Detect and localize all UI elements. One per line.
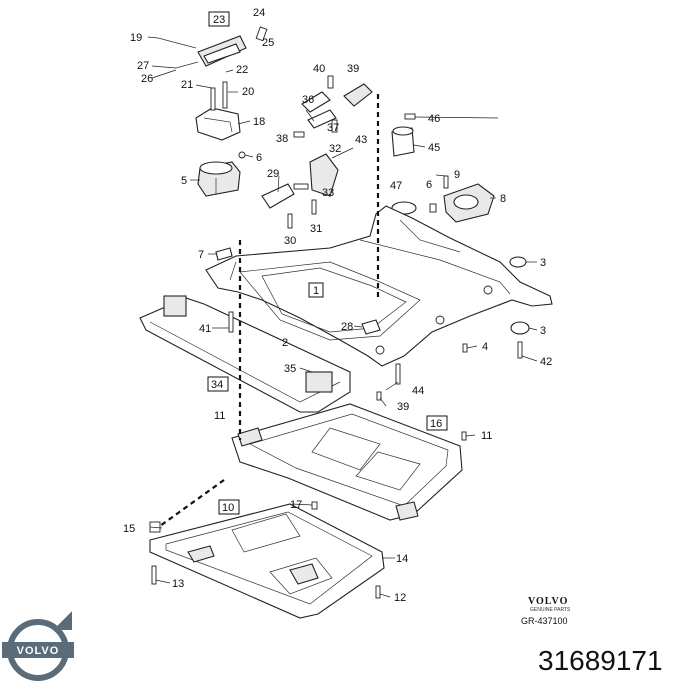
callout-27: 27: [137, 60, 149, 72]
callout-37: 37: [327, 122, 339, 134]
callout-19: 19: [130, 32, 142, 44]
callout-3a: 3: [540, 257, 546, 269]
callout-box-10: [218, 499, 240, 515]
upper-bracket-39: [293, 75, 373, 138]
callout-36: 36: [302, 94, 314, 106]
callout-21: 21: [181, 79, 193, 91]
callout-22: 22: [236, 64, 248, 76]
logo-arrow: [53, 611, 72, 630]
callout-26: 26: [141, 73, 153, 85]
engine-mount-lower: [197, 151, 246, 197]
callout-4: 4: [482, 341, 488, 353]
brand-name: VOLVO: [528, 596, 569, 607]
diagram-reference: GR-437100: [521, 616, 568, 626]
callout-32: 32: [329, 143, 341, 155]
callout-39a: 39: [347, 63, 359, 75]
callout-3b: 3: [540, 325, 546, 337]
part-number: 31689171: [538, 645, 663, 676]
callout-2: 2: [282, 337, 288, 349]
callout-38: 38: [276, 133, 288, 145]
splash-shield-10: [149, 501, 385, 619]
callout-40: 40: [313, 63, 325, 75]
callout-11b: 11: [481, 430, 492, 442]
callout-1: 1: [313, 285, 319, 297]
mount-8: [429, 175, 495, 223]
callout-24: 24: [253, 7, 265, 19]
callout-33: 33: [322, 187, 334, 199]
callout-18: 18: [253, 116, 265, 128]
splash-shield-16: [231, 343, 468, 521]
callout-41: 41: [199, 323, 211, 335]
callout-6a: 6: [256, 152, 262, 164]
dashed-guides: [159, 94, 380, 527]
volvo-logo: VOLVO: [2, 611, 74, 681]
callout-23: 23: [213, 14, 225, 26]
callout-12: 12: [394, 592, 406, 604]
callout-39b: 39: [397, 401, 409, 413]
cross-member-34: [139, 295, 351, 413]
callout-16: 16: [430, 418, 442, 430]
callout-29: 29: [267, 168, 279, 180]
leader-lines: [147, 36, 538, 598]
callout-34: 34: [211, 379, 223, 391]
callout-box-23: [208, 11, 230, 27]
engine-mount-bracket: [195, 81, 241, 141]
callout-7: 7: [198, 249, 204, 261]
callout-15: 15: [123, 523, 135, 535]
support-bracket-32: [261, 153, 339, 229]
callout-box-16: [426, 415, 448, 431]
callout-46: 46: [428, 113, 440, 125]
callout-box-34: [207, 376, 229, 392]
callout-box-1: [308, 282, 324, 298]
callout-11a: 11: [214, 410, 225, 422]
callout-35: 35: [284, 363, 296, 375]
brand-subtitle: GENUINE PARTS: [530, 607, 571, 613]
callout-43: 43: [355, 134, 367, 146]
callout-6b: 6: [426, 179, 432, 191]
logo-wordmark: VOLVO: [17, 645, 60, 657]
callout-47: 47: [390, 180, 402, 192]
engine-mount-upper: [157, 26, 268, 69]
subframe-bushings: [215, 247, 530, 401]
callout-8: 8: [500, 193, 506, 205]
callout-25: 25: [262, 37, 274, 49]
callout-labels: 23 1 34 16 10 24 25 19 27 26 22 21 20 18…: [123, 7, 552, 604]
callout-30: 30: [284, 235, 296, 247]
bushing-45: [391, 113, 416, 157]
logo-bar: [2, 642, 74, 658]
callout-42: 42: [540, 356, 552, 368]
callout-17: 17: [290, 499, 302, 511]
callout-28: 28: [341, 321, 353, 333]
callout-45: 45: [428, 142, 440, 154]
callout-13: 13: [172, 578, 184, 590]
callout-44: 44: [412, 385, 424, 397]
callout-5: 5: [181, 175, 187, 187]
callout-31: 31: [310, 223, 322, 235]
callout-20: 20: [242, 86, 254, 98]
callout-9: 9: [454, 169, 460, 181]
callout-10: 10: [222, 502, 234, 514]
callout-14: 14: [396, 553, 408, 565]
